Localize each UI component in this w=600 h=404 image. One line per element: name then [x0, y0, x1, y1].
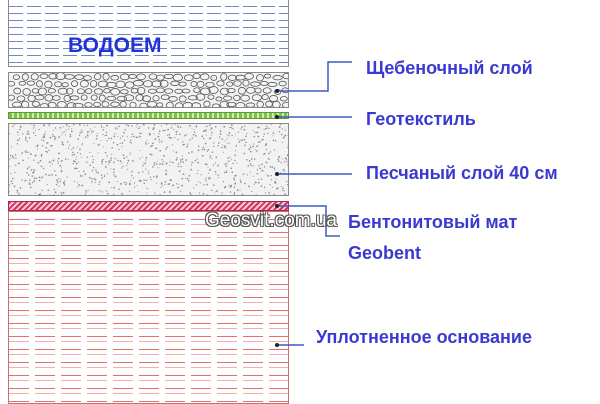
water-layer	[8, 0, 289, 67]
water-title: ВОДОЕМ	[68, 34, 162, 57]
label-sand: Песчаный слой 40 см	[366, 163, 558, 183]
geotextile-layer	[8, 112, 289, 119]
leader-gravel	[278, 61, 352, 92]
label-base: Уплотненное основание	[316, 327, 532, 347]
gravel-texture	[9, 73, 288, 107]
label-gravel: Щебеночный слой	[366, 58, 533, 78]
leader-dot-bentonite	[275, 204, 279, 208]
leader-dot-gravel	[275, 89, 279, 93]
label-bentonite-brand: Geobent	[348, 243, 422, 263]
watermark: Geosvit.com.ua	[205, 210, 337, 231]
leader-dot-sand	[275, 172, 279, 176]
base-layer	[8, 211, 289, 404]
leader-bentonite	[278, 205, 340, 237]
sand-texture	[9, 124, 288, 195]
sand-layer	[8, 123, 289, 196]
leader-dot-base	[275, 343, 279, 347]
label-bentonite: Бентонитовый мат	[348, 212, 518, 232]
gravel-layer	[8, 72, 289, 108]
label-geotextile: Геотекстиль	[366, 109, 476, 129]
leader-dot-geotextile	[275, 115, 279, 119]
